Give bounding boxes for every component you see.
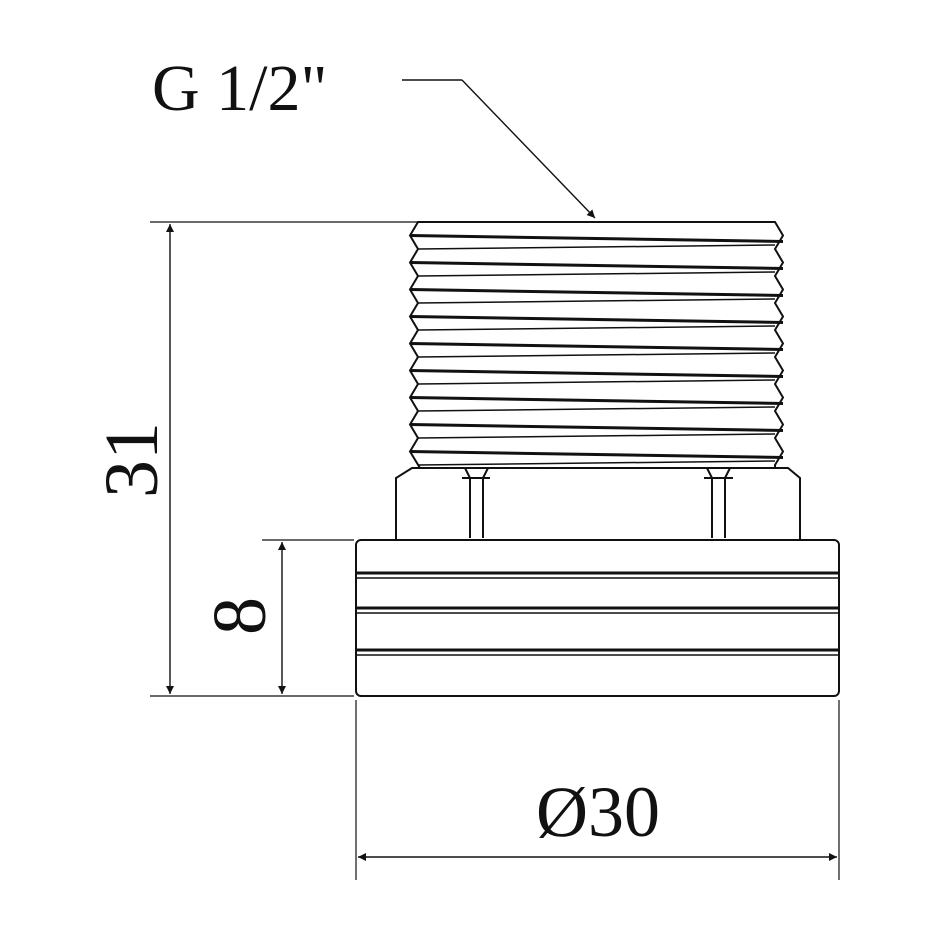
base-section: [355, 539, 840, 697]
thread-crest-line: [409, 369, 784, 378]
thread-root-line: [417, 433, 776, 439]
thread-crest-line: [409, 342, 784, 351]
thread-root-line: [417, 298, 776, 304]
hex-neck: [395, 467, 801, 540]
dimension-label-diameter: Ø30: [536, 772, 660, 852]
threaded-section: [408, 221, 785, 469]
thread-root-line: [417, 325, 776, 331]
dimension-label-31: 31: [90, 422, 174, 498]
dimension-label-8: 8: [198, 597, 282, 635]
thread-crest-line: [409, 450, 784, 459]
thread-root-line: [417, 379, 776, 385]
thread-root-line: [417, 352, 776, 358]
extension-lines: [150, 221, 840, 880]
thread-leader: [402, 79, 596, 219]
thread-crest-line: [409, 396, 784, 405]
thread-crest-line: [409, 288, 784, 297]
thread-root-line: [417, 460, 776, 466]
thread-label: G 1/2": [152, 52, 327, 125]
thread-crest-line: [409, 423, 784, 432]
thread-crest-line: [409, 234, 784, 243]
thread-crest-line: [409, 315, 784, 324]
thread-root-line: [417, 271, 776, 277]
thread-root-line: [417, 406, 776, 412]
thread-crest-line: [409, 261, 784, 270]
thread-root-line: [417, 244, 776, 250]
